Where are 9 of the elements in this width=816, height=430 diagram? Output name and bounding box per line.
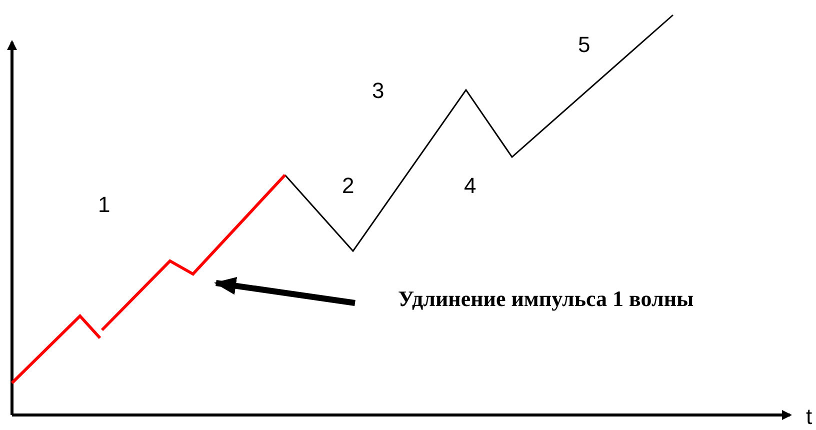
wave-number: 1 [98,194,110,216]
wave-segment [10,174,286,384]
wave-number: 4 [464,175,476,197]
wave-number: 3 [372,80,384,102]
wave-number: 5 [578,34,590,56]
axis-label: t [806,406,812,428]
callout-text: Удлинение импульса 1 волны [398,286,694,312]
wave-number: 2 [342,175,354,197]
leader-arrow [214,276,356,306]
